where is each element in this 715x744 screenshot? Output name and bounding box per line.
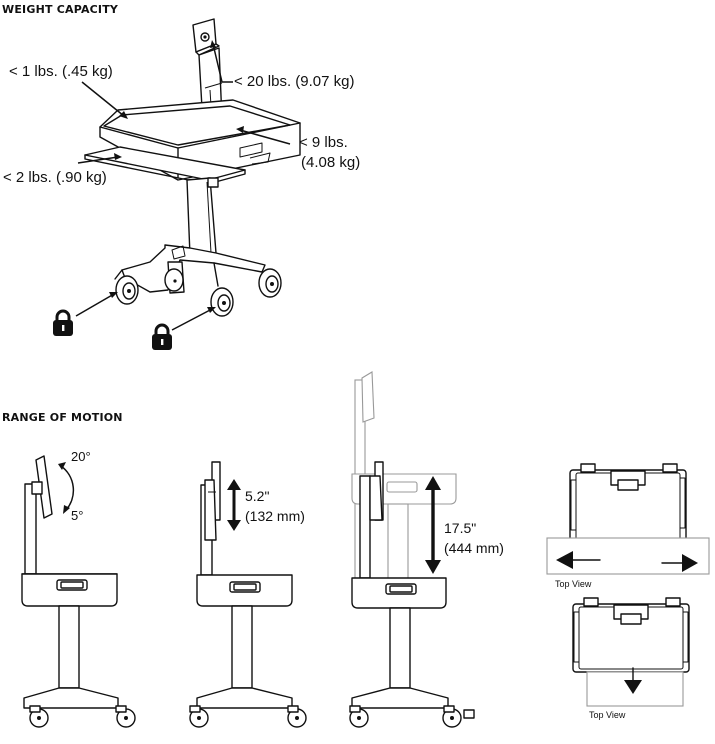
monitor-mount-plate <box>192 18 220 56</box>
cart-tilt <box>21 455 136 728</box>
lock-icon <box>53 309 73 336</box>
caster-left <box>115 275 139 305</box>
caster-back <box>164 268 184 292</box>
lower-column <box>186 177 219 257</box>
caster-front <box>210 287 234 317</box>
lock-icon <box>152 323 172 350</box>
caster-right <box>258 268 282 298</box>
monitor-weight-label: < 20 lbs. (9.07 kg) <box>234 73 355 90</box>
basket-weight-label-line2: (4.08 kg) <box>301 154 361 171</box>
cart-lift-label-line1: 17.5" <box>444 520 477 536</box>
range-of-motion-heading: RANGE OF MOTION <box>2 411 123 424</box>
weight-capacity-heading: WEIGHT CAPACITY <box>2 3 119 16</box>
monitor-lift-label-line2: (132 mm) <box>245 508 305 524</box>
tray-weight-label: < 1 lbs. (.45 kg) <box>9 63 113 80</box>
keyboard-weight-label: < 2 lbs. (.90 kg) <box>3 169 107 186</box>
top-view-label: Top View <box>555 579 592 589</box>
tilt-up-label: 20° <box>71 449 91 464</box>
monitor-lift-label-line1: 5.2" <box>245 488 270 504</box>
top-view-forward <box>572 597 690 707</box>
top-view-sideways <box>546 463 710 575</box>
cart-lift-label-line2: (444 mm) <box>444 540 504 556</box>
basket-weight-label-line1: < 9 lbs. <box>299 134 348 151</box>
cart-surface-height <box>349 371 475 728</box>
leader-lines <box>75 40 291 331</box>
tilt-down-label: 5° <box>71 508 84 523</box>
cart-monitor-height <box>189 461 307 728</box>
top-view-label: Top View <box>589 710 626 720</box>
